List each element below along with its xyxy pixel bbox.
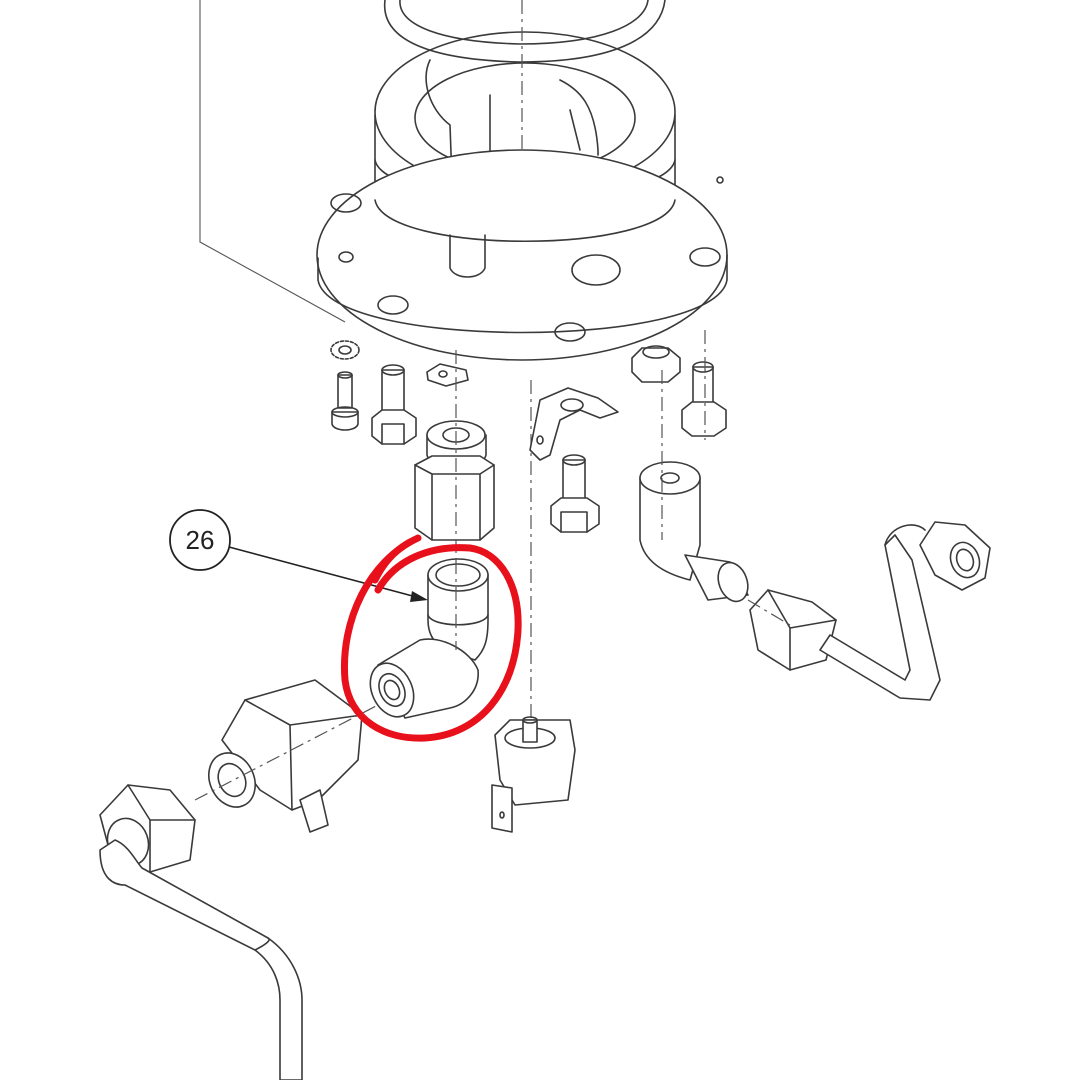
left-bent-pipe (99, 839, 303, 1080)
thermostat-switch (491, 716, 576, 833)
red-highlight-ellipse (340, 534, 522, 742)
callout-label: 26 (186, 525, 215, 555)
hex-stud-right (681, 330, 727, 440)
callout-26: 26 (169, 509, 428, 602)
right-bent-pipe (819, 524, 941, 701)
right-end-nut (919, 521, 991, 591)
hex-stud-left (371, 364, 417, 445)
left-hex-adapter (194, 679, 379, 833)
right-compression-nut (747, 589, 837, 671)
elbow-fitting (369, 558, 489, 719)
hex-stud-center (550, 454, 600, 533)
lock-washer (330, 340, 360, 360)
right-elbow-fitting (639, 370, 749, 603)
hex-nut-right (631, 345, 681, 383)
hex-reducer-fitting (414, 350, 495, 560)
flange-plate (316, 149, 728, 361)
arrowhead-icon (410, 591, 428, 602)
terminal-tab-left (426, 363, 469, 387)
bent-bracket (529, 387, 619, 461)
short-bolt (331, 371, 359, 431)
assembly-boundary-line (199, 0, 346, 323)
